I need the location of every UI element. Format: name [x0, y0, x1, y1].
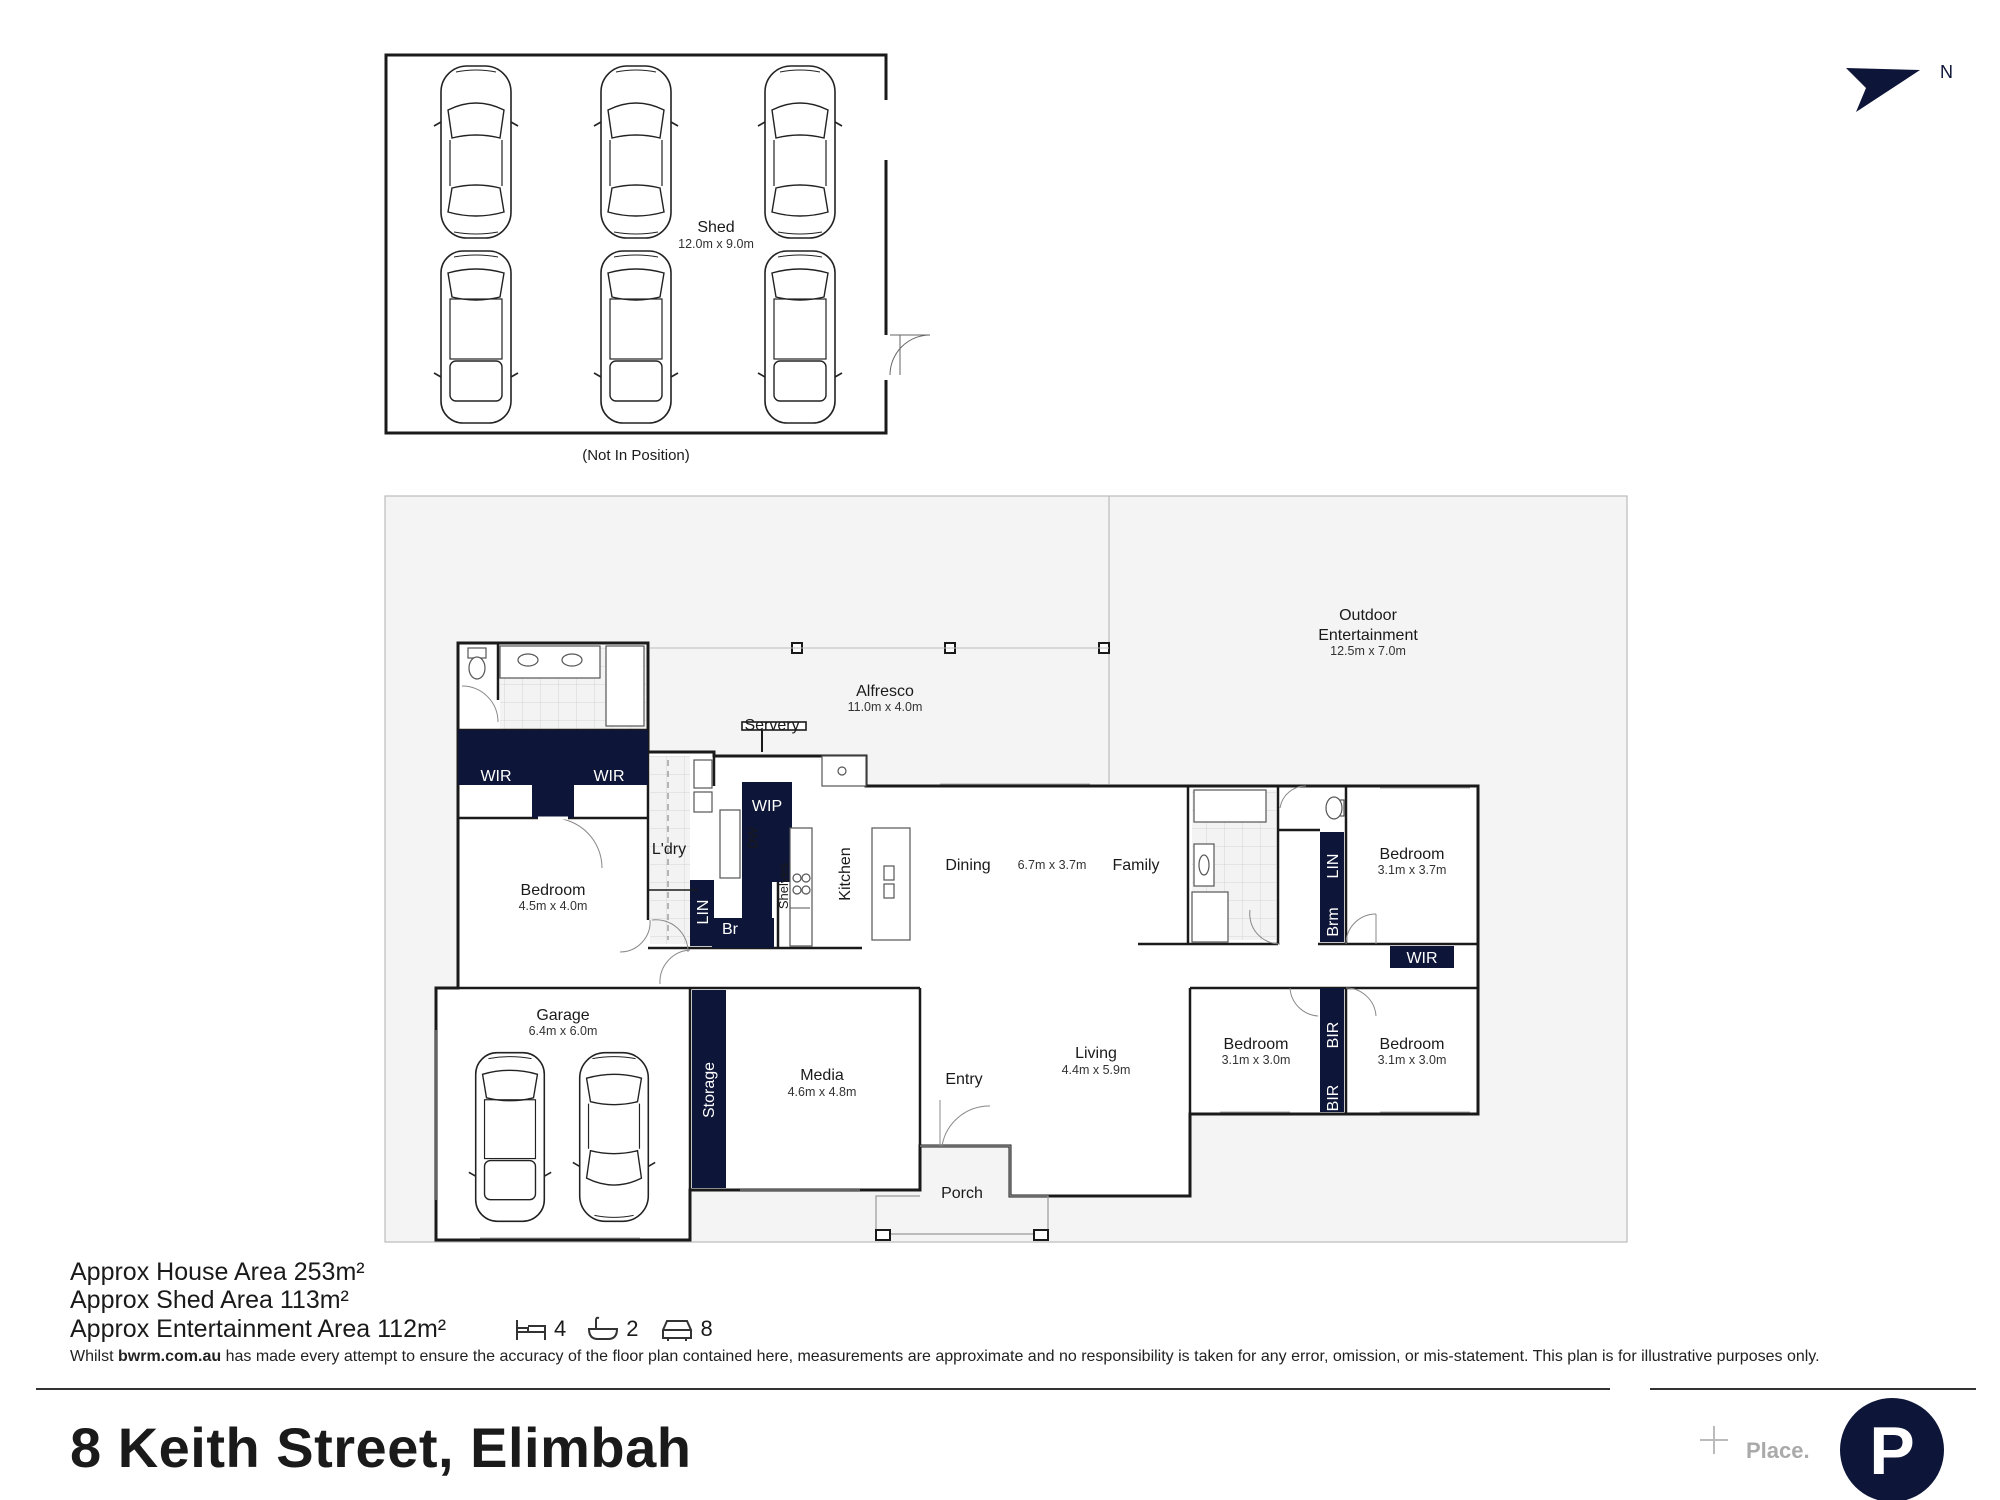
- bir-bottom-label: BIR: [1325, 1085, 1342, 1112]
- feature-icons: 4 2 8: [514, 1314, 727, 1344]
- lin-left-label: LIN: [695, 900, 712, 925]
- shelves-label: Shelves: [776, 862, 791, 909]
- shed: Shed 12.0m x 9.0m: [384, 53, 931, 435]
- bed-count: 4: [554, 1316, 567, 1341]
- house-area: Approx House Area 253m²: [70, 1258, 365, 1286]
- wip-label: WIP: [752, 798, 782, 815]
- shed-name: Shed: [697, 219, 734, 236]
- servery-label: Servery: [744, 717, 799, 734]
- divider: [36, 1388, 1610, 1390]
- dining-dim: 6.7m x 3.7m: [1018, 858, 1087, 872]
- bedroom-se1-dim: 3.1m x 3.0m: [1222, 1053, 1291, 1067]
- bath-icon: [588, 1316, 619, 1340]
- car-icon: [433, 250, 519, 424]
- media-name: Media: [800, 1067, 844, 1084]
- disclaimer-site: bwrm.com.au: [118, 1348, 222, 1365]
- disclaimer: Whilst bwrm.com.au has made every attemp…: [70, 1348, 1820, 1365]
- outdoor-dim: 12.5m x 7.0m: [1330, 644, 1406, 658]
- family-label: Family: [1112, 857, 1159, 874]
- car-count: 8: [700, 1316, 713, 1341]
- watermark-text: Place.: [1746, 1438, 1810, 1463]
- media-dim: 4.6m x 4.8m: [788, 1085, 857, 1099]
- br-label: Br: [722, 921, 739, 938]
- bir-fill: [1320, 988, 1344, 1112]
- dining-label: Dining: [945, 857, 990, 874]
- kitchen-label: Kitchen: [837, 847, 854, 900]
- alfresco-name: Alfresco: [856, 683, 914, 700]
- brm-label: Brm: [1325, 907, 1342, 936]
- wir-east-fill: [1390, 946, 1454, 968]
- living-name: Living: [1075, 1045, 1117, 1062]
- entertainment-area: Approx Entertainment Area 112m²: [70, 1315, 447, 1343]
- alfresco-dim: 11.0m x 4.0m: [848, 700, 923, 714]
- wip-fill: [742, 782, 792, 882]
- living-dim: 4.4m x 5.9m: [1062, 1063, 1131, 1077]
- car-icon: [757, 250, 843, 424]
- agency-logo: P: [1700, 1398, 1944, 1500]
- bedroom-main-dim: 4.5m x 4.0m: [519, 899, 588, 913]
- storage-label: Storage: [701, 1062, 718, 1118]
- car-icon: [572, 1051, 656, 1223]
- lin-right-fill: [1320, 832, 1344, 942]
- house: [434, 641, 1480, 1242]
- shed-area: Approx Shed Area 113m²: [70, 1286, 349, 1314]
- not-in-position-note: (Not In Position): [582, 447, 690, 464]
- bedroom-se1-name: Bedroom: [1224, 1036, 1289, 1053]
- logo-letter: P: [1869, 1413, 1914, 1489]
- wir-right-label: WIR: [593, 768, 624, 785]
- porch-label: Porch: [941, 1185, 983, 1202]
- wir-left-label: WIR: [480, 768, 511, 785]
- dw-label: DW: [745, 826, 760, 848]
- car-icon: [593, 250, 679, 424]
- car-icon: [757, 65, 843, 239]
- north-arrow-icon: N: [1846, 62, 1953, 112]
- car-icon: [468, 1051, 552, 1223]
- storage-fill: [692, 990, 726, 1188]
- car-icon: [593, 65, 679, 239]
- property-address: 8 Keith Street, Elimbah: [70, 1416, 692, 1479]
- bedroom-main-name: Bedroom: [521, 882, 586, 899]
- divider: [1650, 1388, 1976, 1390]
- bath-count: 2: [626, 1316, 639, 1341]
- bir-top-label: BIR: [1325, 1022, 1342, 1049]
- garage-name: Garage: [536, 1007, 589, 1024]
- car-icon: [433, 65, 519, 239]
- wir-east-label: WIR: [1406, 950, 1437, 967]
- lin-right-label: LIN: [1325, 854, 1342, 879]
- outdoor-name-1: Outdoor: [1339, 607, 1397, 624]
- bedroom-ne-dim: 3.1m x 3.7m: [1378, 863, 1447, 877]
- bedroom-ne-name: Bedroom: [1380, 846, 1445, 863]
- entry-label: Entry: [945, 1071, 982, 1088]
- north-label: N: [1940, 62, 1953, 82]
- shed-dim: 12.0m x 9.0m: [678, 237, 754, 251]
- bedroom-se2-name: Bedroom: [1380, 1036, 1445, 1053]
- bedroom-se2-dim: 3.1m x 3.0m: [1378, 1053, 1447, 1067]
- outdoor-name-2: Entertainment: [1318, 627, 1418, 644]
- garage-dim: 6.4m x 6.0m: [529, 1024, 598, 1038]
- laundry-label: L'dry: [652, 841, 686, 858]
- bed-icon: [516, 1320, 546, 1340]
- car-count-icon: [661, 1320, 692, 1341]
